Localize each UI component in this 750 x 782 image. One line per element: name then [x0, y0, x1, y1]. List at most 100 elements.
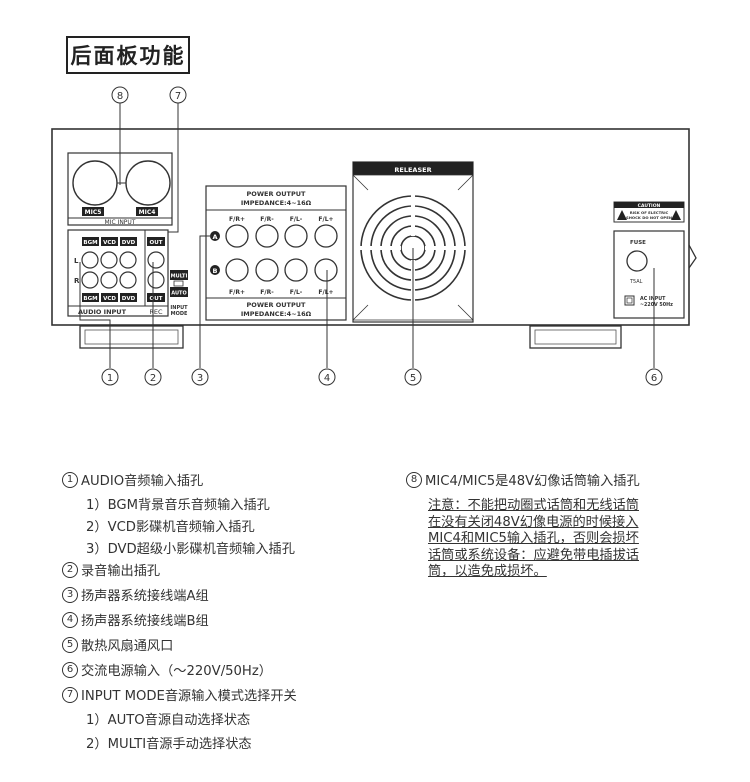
- caution-line2: SHOCK DO NOT OPEN: [626, 215, 672, 220]
- ac-input-line2: ~220V 50Hz: [640, 302, 673, 308]
- input-mode-line1: INPUT: [170, 305, 188, 311]
- input-mode-switch: [173, 280, 184, 287]
- speaker-b-label: F/L+: [318, 289, 333, 296]
- callout-4: 4: [324, 373, 330, 384]
- auto-label: AUTO: [171, 291, 186, 297]
- desc-item-1-sub-2: 2）VCD影碟机音频输入插孔: [86, 520, 255, 535]
- speaker-b-label: F/R+: [229, 289, 245, 296]
- speaker-a-label: F/L+: [318, 216, 333, 223]
- speaker-terminal: [314, 258, 338, 282]
- rca-jack: [119, 251, 137, 269]
- note-line: MIC4和MIC5输入插孔，否则会损坏: [428, 531, 639, 546]
- caution-line1: RISK OF ELECTRIC: [630, 210, 669, 215]
- power-output-title-bottom: POWER OUTPUT: [247, 301, 306, 309]
- desc-text: 扬声器系统接线端A组: [81, 589, 209, 604]
- warning-note: 注意：不能把动圈式话筒和无线话筒 在没有关闭48V幻像电源的时候接入 MIC4和…: [428, 498, 690, 581]
- number-badge: 8: [406, 472, 422, 488]
- jack-bottom-label: OUT: [150, 296, 163, 302]
- rear-panel-diagram: MIC5 MIC4 MIC INPUT BGM VCD DVD OUT L R …: [51, 86, 697, 386]
- desc-text: AUDIO音频输入插孔: [81, 474, 204, 489]
- number-badge: 2: [62, 562, 78, 578]
- desc-text: MIC4/MIC5是48V幻像话筒输入插孔: [425, 474, 640, 489]
- mic5-xlr-jack: [72, 160, 118, 206]
- number-badge: 6: [62, 662, 78, 678]
- jack-top-label: VCD: [103, 240, 116, 246]
- desc-item-7-sub-2: 2）MULTI音源手动选择状态: [86, 737, 252, 752]
- fuse-label: FUSE: [630, 240, 646, 246]
- mic4-xlr-jack: [125, 160, 171, 206]
- rca-jack: [81, 251, 99, 269]
- speaker-a-label: F/R+: [229, 216, 245, 223]
- number-badge: 1: [62, 472, 78, 488]
- note-line: 注意：不能把动圈式话筒和无线话筒: [428, 498, 639, 513]
- callout-8: 8: [117, 91, 123, 102]
- releaser-label: RELEASER: [394, 166, 431, 174]
- mic5-label: MIC5: [85, 209, 102, 216]
- caution-title: CAUTION: [638, 203, 661, 209]
- ac-inlet: [624, 295, 635, 306]
- audio-input-label: AUDIO INPUT: [78, 308, 127, 316]
- desc-text: 散热风扇通风口: [81, 639, 174, 654]
- fuse-rating: T5AL: [629, 279, 643, 285]
- rca-jack: [100, 251, 118, 269]
- speaker-a-label: F/L-: [290, 216, 303, 223]
- speaker-terminal: [284, 224, 308, 248]
- note-line: 筒，以造免成损坏。: [428, 564, 547, 579]
- speaker-output-block: [205, 185, 347, 321]
- number-badge: 4: [62, 612, 78, 628]
- rec-label: REC: [149, 308, 163, 316]
- desc-item-7-sub-1: 1）AUTO音源自动选择状态: [86, 713, 251, 728]
- impedance-top: IMPEDANCE:4~16Ω: [241, 199, 312, 207]
- mic4-label: MIC4: [139, 209, 156, 216]
- warning-triangle-icon: [617, 210, 627, 220]
- power-block: [613, 230, 685, 319]
- callout-6: 6: [651, 373, 657, 384]
- impedance-bottom: IMPEDANCE:4~16Ω: [241, 310, 312, 318]
- jack-top-label: DVD: [122, 240, 136, 246]
- number-badge: 3: [62, 587, 78, 603]
- speaker-b-label: F/L-: [290, 289, 303, 296]
- chassis-outline: [51, 128, 690, 326]
- number-badge: 5: [62, 637, 78, 653]
- callout-3: 3: [197, 373, 203, 384]
- rec-out-jack: [147, 271, 165, 289]
- ac-input-line1: AC INPUT: [640, 296, 666, 302]
- note-line: 在没有关闭48V幻像电源的时候接入: [428, 514, 639, 530]
- right-foot: [529, 325, 622, 349]
- jack-bottom-label: DVD: [122, 296, 136, 302]
- desc-text: 录音输出插孔: [81, 564, 161, 579]
- speaker-terminal: [225, 258, 249, 282]
- speaker-terminal: [225, 224, 249, 248]
- warning-triangle-icon: [671, 210, 681, 220]
- number-badge: 7: [62, 687, 78, 703]
- speaker-terminal: [314, 224, 338, 248]
- rca-jack: [119, 271, 137, 289]
- desc-text: 交流电源输入（～220V/50Hz）: [81, 664, 272, 679]
- input-mode-line2: MODE: [171, 311, 188, 317]
- callout-7: 7: [175, 91, 181, 102]
- rca-jack: [81, 271, 99, 289]
- callout-5: 5: [410, 373, 416, 384]
- power-cord-notch: [688, 244, 697, 269]
- page-title: 后面板功能: [66, 36, 190, 74]
- jack-top-label: OUT: [150, 240, 163, 246]
- rca-jack: [100, 271, 118, 289]
- note-line: 话筒或系统设备：应避免带电插拔话: [428, 547, 639, 563]
- speaker-terminal: [255, 258, 279, 282]
- speaker-terminal: [255, 224, 279, 248]
- callout-2: 2: [150, 373, 156, 384]
- desc-item-1-sub-3: 3）DVD超级小影碟机音频输入插孔: [86, 542, 295, 557]
- row-a-label: A: [212, 233, 217, 241]
- speaker-terminal: [284, 258, 308, 282]
- callout-leaders: [79, 102, 655, 368]
- desc-text: 扬声器系统接线端B组: [81, 614, 209, 629]
- power-output-title-top: POWER OUTPUT: [247, 190, 306, 198]
- multi-label: MULTI: [171, 274, 188, 280]
